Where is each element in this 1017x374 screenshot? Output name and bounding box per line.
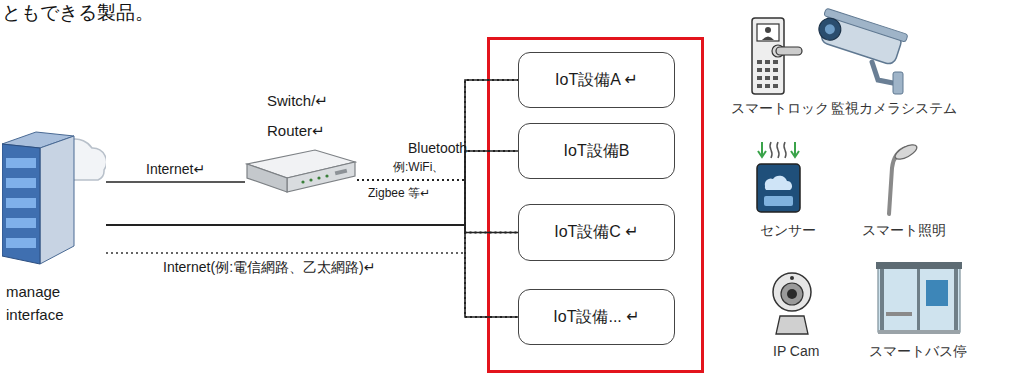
smart-lock-icon [752,18,802,94]
lock-screen-person [765,27,771,33]
shelter-roof [876,262,962,269]
server-front [2,144,40,264]
sensor-cloud [765,176,792,190]
node-picture [2,128,106,268]
network-line [106,225,518,317]
link-example-label: 例:WiFi、 [393,160,444,174]
router-front [287,162,355,192]
server-bay [6,198,36,208]
router-side [247,164,287,192]
icon-caption: スマート照明 [862,222,946,239]
dotted-link [106,252,465,254]
sensor-waves [770,142,786,158]
lock-screen [757,24,779,41]
server-bay [6,158,36,168]
network-line [106,80,518,225]
device-box: IoT設備A ↵ [518,52,675,108]
server-bay [6,218,36,228]
device-group-frame [489,39,703,372]
icon-caption: スマートバス停 [869,343,967,360]
lock-handle [776,47,802,55]
shelter-ground [878,330,960,334]
wireless-link [357,180,518,317]
ipcam-stand [776,316,808,334]
router-led [317,176,320,179]
server-icon [2,128,106,268]
ip-cam-icon [773,273,811,334]
node-picture [245,146,357,196]
device-box: IoT設備B [518,123,675,179]
shelter-pillar [954,269,958,332]
shelter-screen [926,280,948,306]
router-icon [245,146,357,196]
ipcam-led [790,276,794,280]
cut-off-sentence: ともできる製品。 [2,2,154,25]
router-node: Switch/↵ Router↵ [245,86,357,196]
router-led [325,174,328,177]
server-side [40,136,74,264]
lock-keypad [757,60,778,88]
icon-caption: 監視カメラシステム [831,100,957,117]
camera-lens [824,23,837,36]
router-led [309,178,312,181]
node-text: IoT設備B [564,141,630,162]
icon-caption: IP Cam [773,343,819,360]
link-label: Internet↵ [144,161,207,178]
network-line [106,181,245,183]
shelter-pillar [917,269,920,332]
ipcam-lens [781,283,803,305]
node-text: IoT設備A ↵ [555,70,638,91]
node-text: IoT設備C ↵ [554,222,639,243]
server-node: manage interface [2,128,106,326]
router-led [301,180,304,183]
node-text: Switch/↵ Router↵ [245,86,347,146]
sensor-arrow [758,142,766,157]
device-box: IoT設備... ↵ [518,289,675,345]
network-line [106,225,518,233]
node-text: manage interface [2,280,96,326]
router-port [335,169,348,176]
server-bay [6,238,36,248]
link-note-label: Internet(例:電信網路、乙太網路)↵ [163,259,375,276]
light-head [893,142,919,162]
ipcam-lens [787,289,797,299]
wireless-link [357,80,518,180]
node-text: IoT設備... ↵ [553,307,639,328]
camera-lens [816,15,844,43]
icon-caption: スマートロック [731,100,829,117]
camera-icon [815,8,908,94]
shelter-bench [886,312,912,316]
link-example-label: Zigbee 等↵ [368,186,430,200]
shelter-glass [878,266,960,332]
ipcam-body [773,273,811,311]
server-bay [6,178,36,188]
sensor-icon [757,142,800,212]
sensor-readout [764,196,793,206]
network-line [106,151,518,225]
camera-base [893,72,903,94]
bus-stop-icon [876,262,962,334]
icon-caption: センサー [760,222,816,239]
lock-plate [752,18,784,94]
shelter-pillar [880,269,884,332]
device-box: IoT設備C ↵ [518,204,675,261]
street-light-icon [889,142,919,214]
sensor-display [757,164,800,212]
lock-screen-person [762,37,774,41]
sensor-arrow [791,142,799,157]
link-type-label: Bluetooth [408,140,467,157]
